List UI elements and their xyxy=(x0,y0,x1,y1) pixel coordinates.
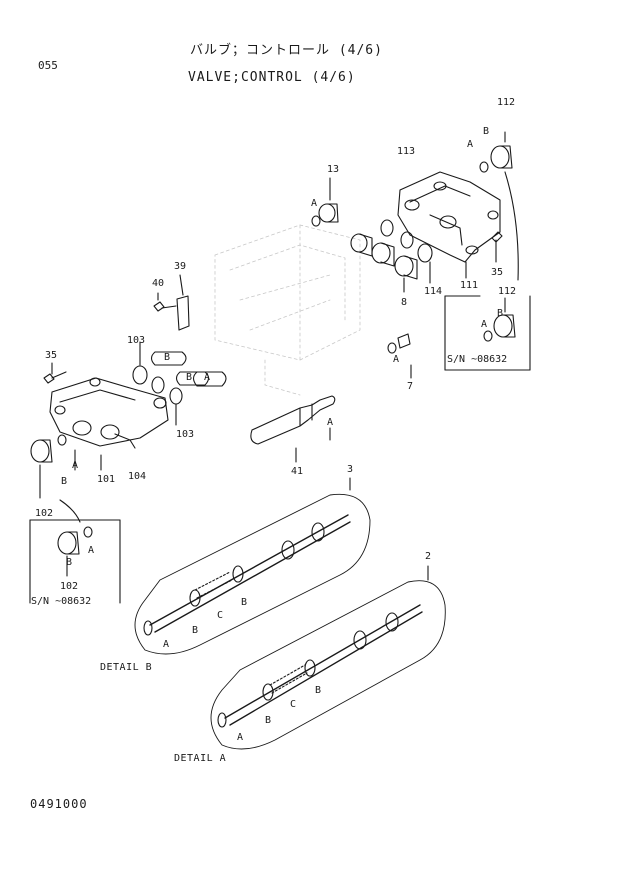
callout-35-right: 35 xyxy=(491,267,504,278)
letter-b: B xyxy=(265,715,272,726)
spool-41 xyxy=(250,395,336,463)
callout-3: 3 xyxy=(347,464,354,475)
callout-7: 7 xyxy=(407,381,414,392)
bolt-35-left xyxy=(43,362,67,384)
plug-row-8 xyxy=(350,219,433,293)
inset-box-left xyxy=(29,519,121,604)
cap-13 xyxy=(311,177,339,227)
callout-13: 13 xyxy=(327,164,340,175)
callout-111: 111 xyxy=(460,280,479,291)
callout-114: 114 xyxy=(424,286,443,297)
letter-b: B xyxy=(192,625,199,636)
title-english: VALVE;CONTROL (4/6) xyxy=(188,70,356,85)
page-number: 055 xyxy=(38,59,58,72)
letter-c: C xyxy=(290,699,297,710)
callout-113: 113 xyxy=(397,146,416,157)
letter-a: A xyxy=(481,319,488,330)
callout-39: 39 xyxy=(174,261,187,272)
callout-41: 41 xyxy=(291,466,304,477)
letter-a: A xyxy=(327,417,334,428)
callout-104: 104 xyxy=(128,471,147,482)
plate-39 xyxy=(176,274,190,331)
letter-a: A xyxy=(311,198,318,209)
cover-101 xyxy=(49,377,169,449)
callout-103-bottom: 103 xyxy=(176,429,195,440)
bolt-35-right xyxy=(465,231,503,279)
title-japanese: バルブ；コントロール (4/6) xyxy=(190,43,383,58)
letter-b: B xyxy=(66,557,73,568)
letter-b: B xyxy=(164,352,171,363)
bolt-40 xyxy=(153,292,177,312)
callout-2: 2 xyxy=(425,551,432,562)
top-cap-112 xyxy=(479,131,519,281)
callout-102-bottom: 102 xyxy=(60,581,79,592)
cap-7 xyxy=(387,333,412,379)
callout-35-left: 35 xyxy=(45,350,58,361)
cover-113 xyxy=(397,171,501,263)
callout-112-inset: 112 xyxy=(498,286,517,297)
detail-b-caption: DETAIL B xyxy=(100,662,153,673)
drawing-code: 0491000 xyxy=(30,797,88,811)
spool-assembly-2 xyxy=(210,565,446,750)
callout-102-top: 102 xyxy=(35,508,54,519)
letter-a: A xyxy=(237,732,244,743)
callout-8: 8 xyxy=(401,297,408,308)
valve-body-ghost xyxy=(214,224,361,396)
inset-right-serial: S/N ~08632 xyxy=(447,354,508,365)
callout-112-top: 112 xyxy=(497,97,516,108)
callout-103-top: 103 xyxy=(127,335,146,346)
letter-a: A xyxy=(393,354,400,365)
letter-a: A xyxy=(163,639,170,650)
letter-b: B xyxy=(315,685,322,696)
inset-left-serial: S/N ~08632 xyxy=(31,596,92,607)
letter-a: A xyxy=(204,372,211,383)
inset-box-right xyxy=(444,295,531,371)
spools-center xyxy=(132,341,227,426)
callout-40: 40 xyxy=(152,278,165,289)
spool-assembly-3 xyxy=(134,477,371,655)
letter-b: B xyxy=(186,372,193,383)
letter-b: B xyxy=(483,126,490,137)
letter-a: A xyxy=(72,460,79,471)
letter-a: A xyxy=(467,139,474,150)
letter-b: B xyxy=(61,476,68,487)
letter-b: B xyxy=(241,597,248,608)
letter-c: C xyxy=(217,610,224,621)
letter-b: B xyxy=(497,308,504,319)
callout-101: 101 xyxy=(97,474,116,485)
letter-a: A xyxy=(88,545,95,556)
detail-a-caption: DETAIL A xyxy=(174,753,227,764)
